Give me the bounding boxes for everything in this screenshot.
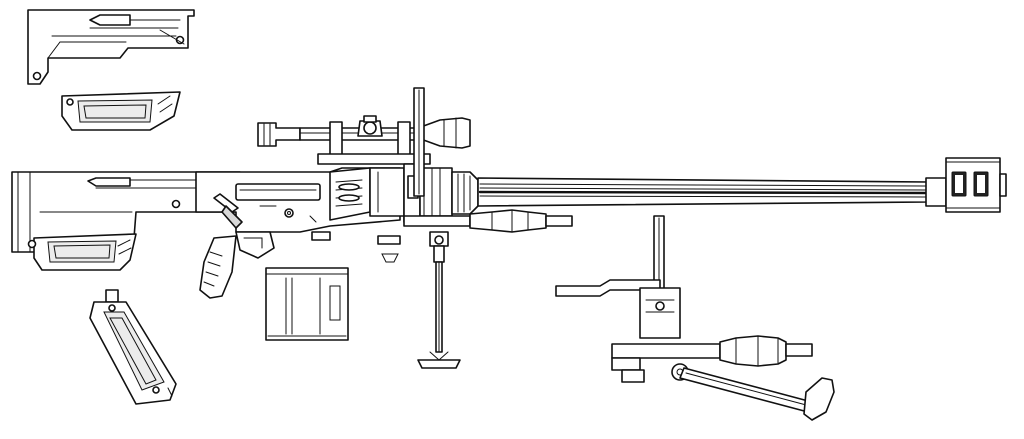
magazine: [265, 267, 349, 341]
rifle-main-assembly: [11, 87, 479, 299]
barrel: [477, 177, 929, 207]
scope: [257, 115, 471, 165]
bipod-folded: [403, 209, 573, 369]
grip-panel-detail: [89, 289, 177, 405]
muzzle-brake: [925, 157, 1007, 213]
bipod-mount-detail: [555, 215, 835, 421]
stock-side-plate-detail: [27, 9, 195, 85]
cheek-pad-detail: [61, 91, 181, 131]
